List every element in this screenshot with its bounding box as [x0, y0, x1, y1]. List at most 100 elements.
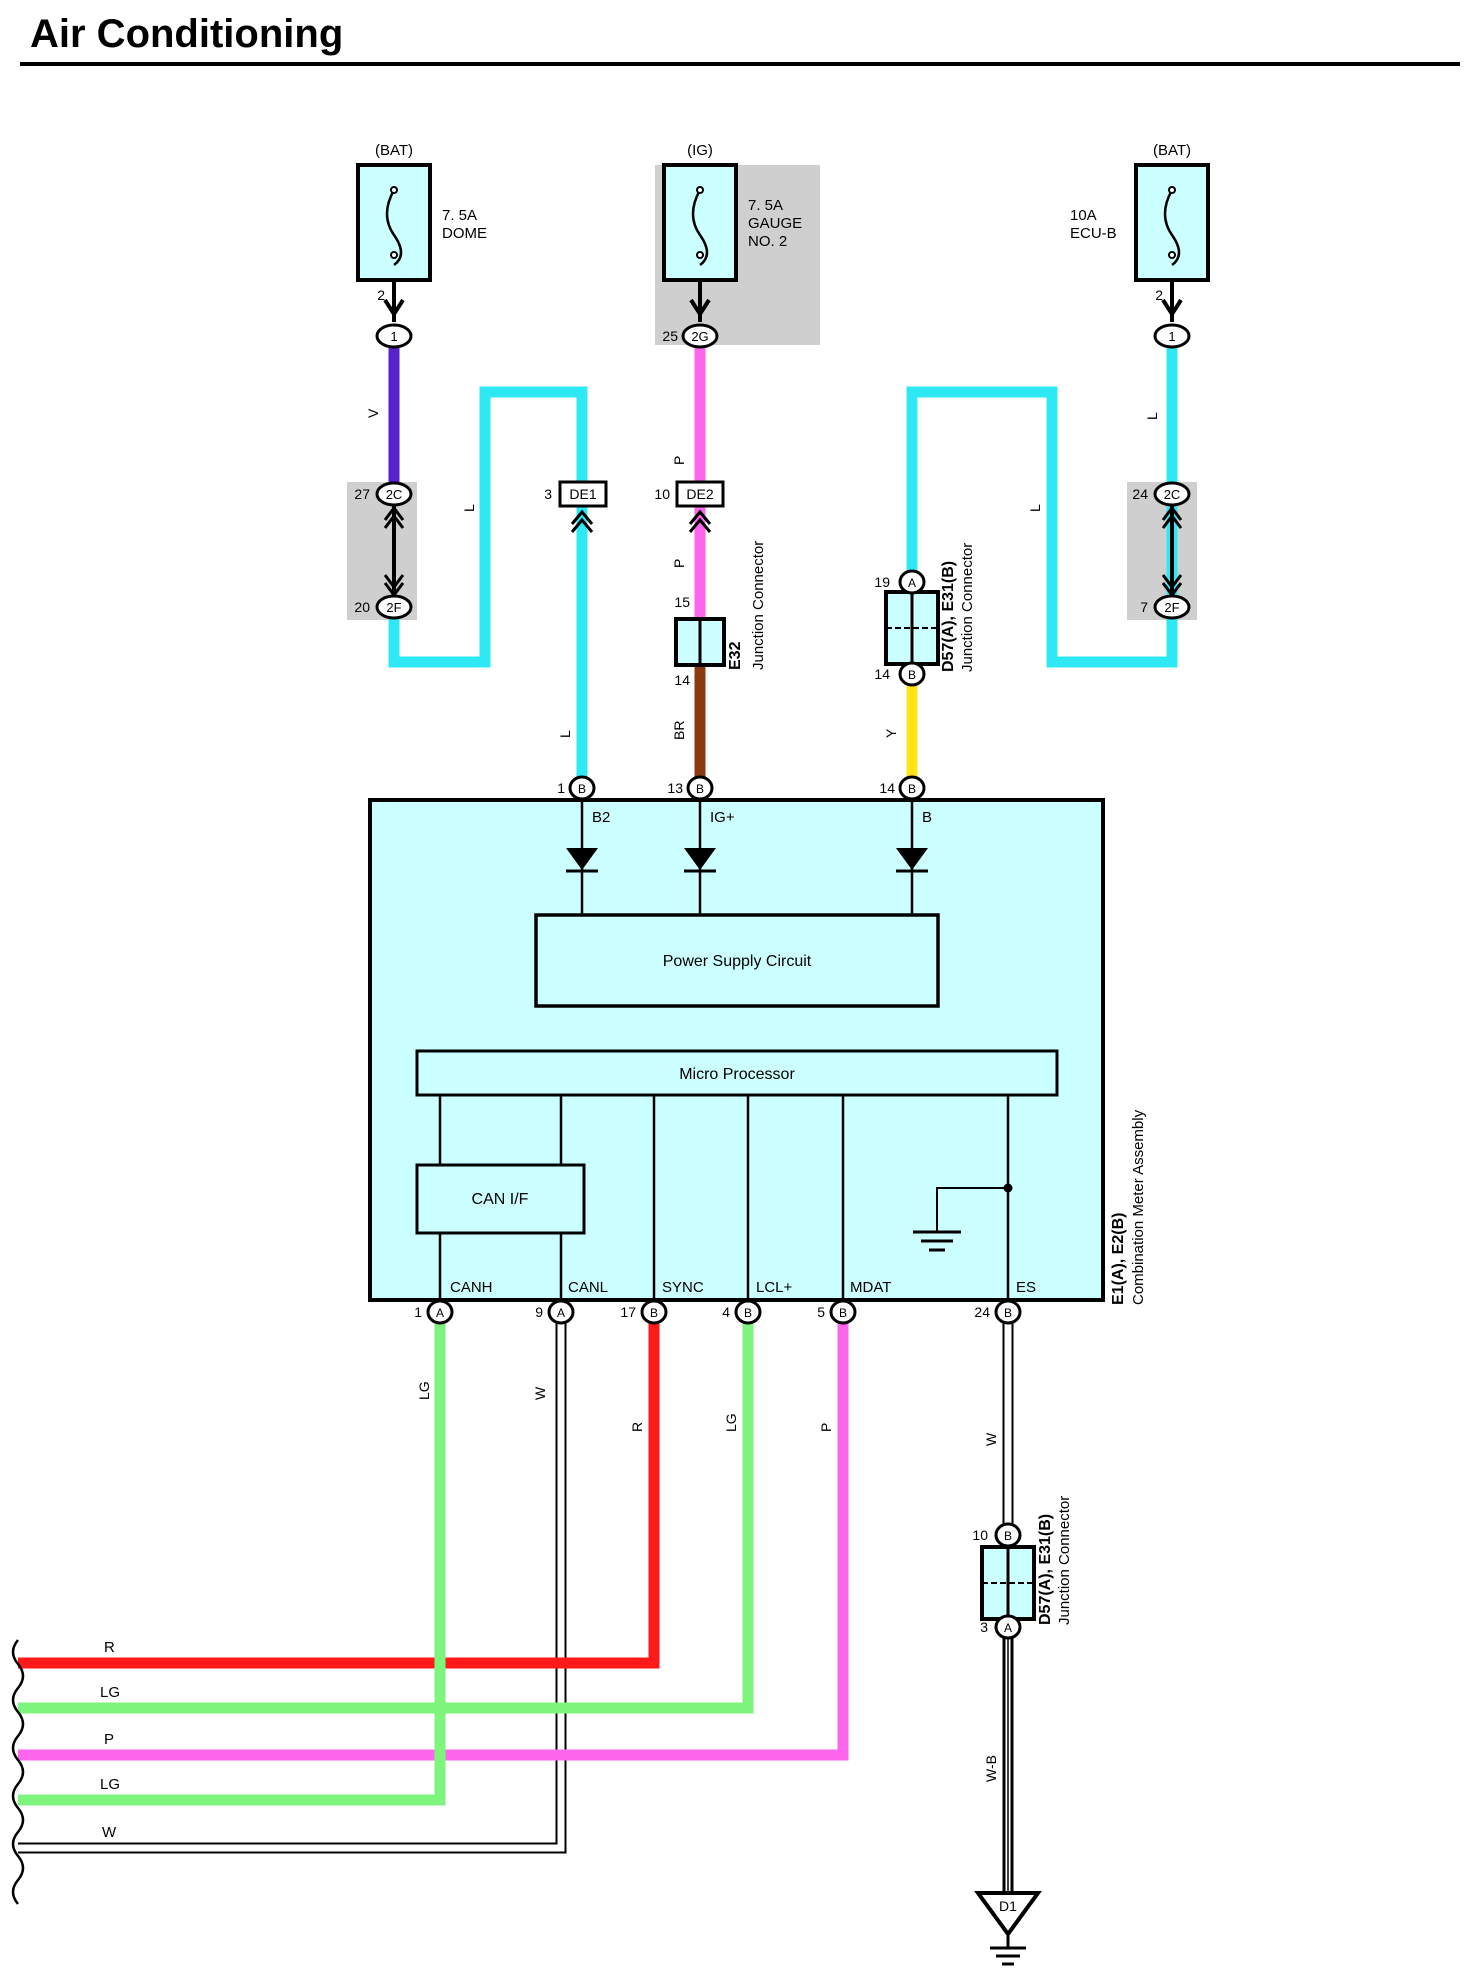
svg-text:2F: 2F — [386, 600, 401, 615]
svg-text:2G: 2G — [691, 329, 708, 344]
svg-text:2C: 2C — [386, 487, 403, 502]
svg-text:IG+: IG+ — [710, 809, 735, 826]
svg-text:Combination Meter Assembly: Combination Meter Assembly — [1130, 1109, 1147, 1305]
fuse-terminals: 2 1 2G 25 2 1 — [375, 280, 1191, 349]
svg-text:2C: 2C — [1164, 487, 1181, 502]
svg-text:14: 14 — [879, 780, 895, 796]
svg-text:17: 17 — [620, 1304, 636, 1320]
svg-text:25: 25 — [662, 328, 678, 344]
harness-break — [11, 1639, 25, 1905]
svg-text:B: B — [696, 782, 704, 796]
junction-d57-lower: B 10 A 3 D57(A), E31(B) Junction Connect… — [972, 1496, 1073, 1640]
fuse-ecu-b: (BAT) 10A ECU-B — [1070, 142, 1210, 282]
svg-text:7. 5A: 7. 5A — [442, 207, 477, 224]
svg-text:D1: D1 — [999, 1898, 1017, 1914]
svg-text:B: B — [908, 668, 916, 682]
svg-text:19: 19 — [874, 574, 890, 590]
svg-text:DE2: DE2 — [686, 486, 713, 502]
svg-text:DOME: DOME — [442, 225, 487, 242]
left-junction-shade — [347, 482, 417, 620]
svg-text:L: L — [1144, 412, 1160, 420]
svg-text:1: 1 — [414, 1304, 422, 1320]
bus-labels: R LG P LG W — [100, 1639, 120, 1841]
svg-text:2: 2 — [377, 287, 385, 303]
svg-text:1: 1 — [1168, 329, 1175, 344]
svg-text:A: A — [908, 576, 916, 590]
page-title: Air Conditioning — [30, 12, 344, 56]
svg-text:3: 3 — [544, 486, 552, 502]
svg-text:W-B: W-B — [983, 1755, 999, 1782]
svg-text:Junction Connector: Junction Connector — [1056, 1496, 1073, 1625]
svg-text:B: B — [744, 1306, 752, 1320]
wire-r-sync — [18, 1315, 660, 1669]
svg-text:15: 15 — [674, 594, 690, 610]
svg-text:LCL+: LCL+ — [756, 1279, 793, 1296]
svg-text:B2: B2 — [592, 809, 610, 826]
right-junction-2c-2f: 2C 24 2F 7 — [1132, 481, 1191, 620]
svg-text:P: P — [818, 1423, 834, 1432]
svg-text:E1(A), E2(B): E1(A), E2(B) — [1110, 1213, 1127, 1305]
svg-text:B: B — [908, 782, 916, 796]
svg-text:B: B — [922, 809, 932, 826]
svg-text:A: A — [1004, 1621, 1012, 1635]
wire-w-canl — [18, 1315, 567, 1854]
svg-text:5: 5 — [817, 1304, 825, 1320]
svg-text:27: 27 — [354, 486, 370, 502]
svg-text:CAN I/F: CAN I/F — [472, 1191, 529, 1208]
svg-text:(BAT): (BAT) — [375, 142, 413, 159]
title-rule — [20, 62, 1460, 66]
svg-text:Power Supply Circuit: Power Supply Circuit — [663, 953, 812, 970]
svg-text:10A: 10A — [1070, 207, 1097, 224]
svg-text:Micro Processor: Micro Processor — [679, 1066, 795, 1083]
svg-text:2F: 2F — [1164, 600, 1179, 615]
svg-text:B: B — [839, 1306, 847, 1320]
svg-text:LG: LG — [723, 1413, 739, 1432]
svg-text:CANH: CANH — [450, 1279, 493, 1296]
svg-text:D57(A), E31(B): D57(A), E31(B) — [940, 561, 957, 672]
combination-meter-assembly: B 1 B2 B 13 IG+ B 14 B Power Supply Circ… — [368, 775, 1147, 1325]
svg-text:P: P — [671, 456, 687, 465]
svg-text:A: A — [436, 1306, 444, 1320]
svg-text:R: R — [629, 1422, 645, 1432]
svg-text:D57(A), E31(B): D57(A), E31(B) — [1037, 1514, 1054, 1625]
svg-text:Junction Connector: Junction Connector — [959, 543, 976, 672]
svg-text:GAUGE: GAUGE — [748, 215, 802, 232]
svg-text:W: W — [102, 1824, 117, 1841]
connector-de2: DE2 10 — [654, 480, 725, 533]
connector-de1: DE1 3 — [544, 480, 608, 533]
svg-text:P: P — [104, 1731, 114, 1748]
fuse-dome: (BAT) 7. 5A DOME — [356, 142, 487, 282]
svg-text:7: 7 — [1140, 599, 1148, 615]
junction-e32: 15 14 E32 Junction Connector — [674, 541, 767, 688]
svg-text:14: 14 — [674, 672, 690, 688]
svg-text:W: W — [532, 1386, 548, 1400]
svg-text:CANL: CANL — [568, 1279, 608, 1296]
svg-text:B: B — [650, 1306, 658, 1320]
svg-text:P: P — [671, 559, 687, 568]
svg-text:Y: Y — [883, 728, 899, 738]
wire-color-labels: V L L P P BR Y L L LG W R LG P W W-B — [365, 408, 1160, 1782]
svg-text:B: B — [1004, 1306, 1012, 1320]
svg-text:24: 24 — [974, 1304, 990, 1320]
svg-text:W: W — [983, 1432, 999, 1446]
svg-text:R: R — [104, 1639, 115, 1656]
wire-l-left — [388, 386, 588, 790]
svg-text:ECU-B: ECU-B — [1070, 225, 1117, 242]
svg-text:L: L — [1027, 504, 1043, 512]
svg-text:1: 1 — [390, 329, 397, 344]
svg-text:20: 20 — [354, 599, 370, 615]
svg-text:A: A — [557, 1306, 565, 1320]
svg-text:MDAT: MDAT — [850, 1279, 891, 1296]
svg-text:13: 13 — [667, 780, 683, 796]
svg-text:L: L — [461, 504, 477, 512]
svg-text:7. 5A: 7. 5A — [748, 197, 783, 214]
svg-text:B: B — [578, 782, 586, 796]
ground-d1: D1 — [974, 1891, 1042, 1966]
svg-text:LG: LG — [100, 1684, 120, 1701]
svg-text:Junction Connector: Junction Connector — [750, 541, 767, 670]
svg-text:DE1: DE1 — [569, 486, 596, 502]
svg-text:LG: LG — [100, 1776, 120, 1793]
svg-text:SYNC: SYNC — [662, 1279, 704, 1296]
svg-text:LG: LG — [416, 1381, 432, 1400]
